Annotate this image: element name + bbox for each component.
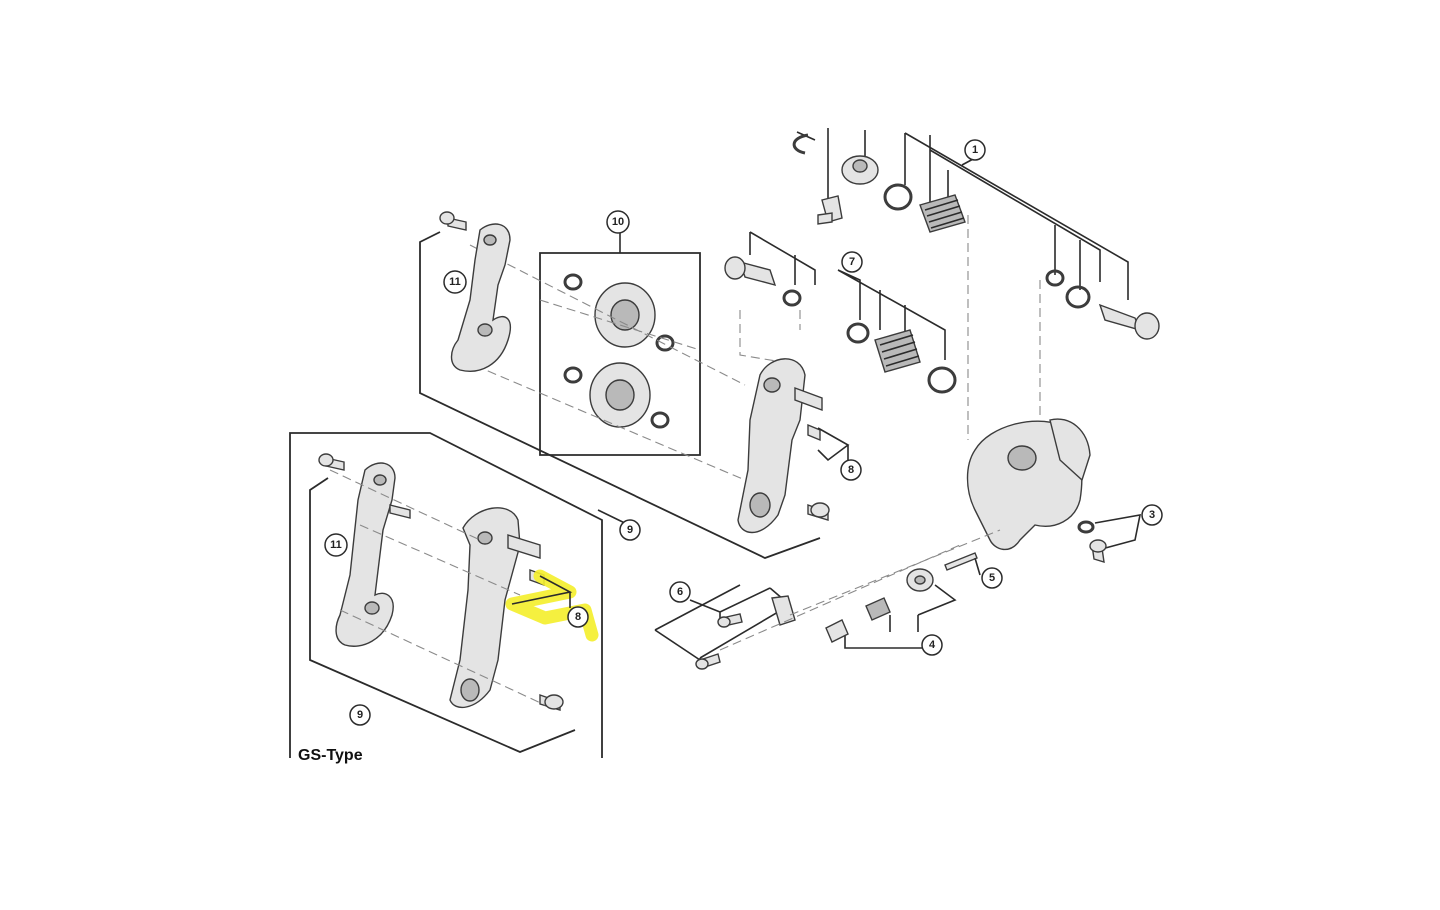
small-washer-mid xyxy=(782,289,802,307)
inner-cage-plate-main xyxy=(737,358,823,534)
part-9-bracket-main xyxy=(419,231,821,559)
svg-text:11: 11 xyxy=(330,539,342,551)
derailleur-body xyxy=(966,418,1091,551)
axle-bolt-right xyxy=(1098,303,1160,340)
bolt-lower-main xyxy=(807,502,830,521)
gs-outer-plate xyxy=(335,462,411,647)
cage-bolt-top xyxy=(439,211,467,231)
stopper-pin xyxy=(807,423,821,442)
gs-inner-cage-plate xyxy=(449,507,541,709)
cable-adjuster xyxy=(906,568,934,592)
spring-mid xyxy=(874,329,921,373)
spring-upper xyxy=(919,194,966,233)
svg-text:7: 7 xyxy=(849,256,855,268)
screw-6-lower xyxy=(695,653,721,670)
svg-text:5: 5 xyxy=(989,572,995,584)
pulley-washer-1 xyxy=(563,273,583,291)
pulley-washer-4 xyxy=(650,411,670,429)
svg-text:10: 10 xyxy=(612,216,624,228)
adjuster-bolt-4 xyxy=(825,619,849,643)
link-6 xyxy=(771,595,796,626)
part-3-leader-lines xyxy=(1094,514,1142,551)
washer-mid-2 xyxy=(927,366,957,394)
pulley-lower xyxy=(589,362,651,428)
screw-3 xyxy=(1089,539,1107,563)
part-8-leader-main xyxy=(817,427,850,462)
washer-upper xyxy=(883,183,913,211)
callout-4: 4 xyxy=(921,634,943,656)
spring-4 xyxy=(865,597,891,621)
pivot-bolt-upper xyxy=(817,195,843,225)
pivot-bolt-mid xyxy=(724,256,777,287)
svg-text:6: 6 xyxy=(677,586,683,598)
callout-9-main: 9 xyxy=(619,519,641,541)
svg-text:3: 3 xyxy=(1149,509,1155,521)
svg-text:8: 8 xyxy=(848,464,854,476)
outer-cage-plate-top xyxy=(450,223,511,372)
part-9-bracket-gs xyxy=(309,477,576,753)
part-8-leader-gs xyxy=(511,575,573,608)
gs-cage-bolt-top xyxy=(318,453,345,471)
callout-3: 3 xyxy=(1141,504,1163,526)
svg-text:9: 9 xyxy=(357,709,363,721)
gs-type-label: GS-Type xyxy=(298,747,363,764)
part-1-leader-lines xyxy=(796,128,1129,300)
svg-text:4: 4 xyxy=(929,639,936,651)
adjust-screw-5 xyxy=(944,552,978,571)
callout-10: 10 xyxy=(606,210,630,234)
pulley-upper xyxy=(594,282,656,348)
washer-right xyxy=(1065,285,1091,309)
pulley-washer-2 xyxy=(655,334,675,352)
snap-ring-upper xyxy=(792,133,809,155)
small-washer-3 xyxy=(1077,520,1095,534)
part-4-leader-lines xyxy=(844,584,957,649)
gs-type-inset-frame xyxy=(289,432,603,758)
callout-9-gs: 9 xyxy=(349,704,371,726)
pulley-set-box xyxy=(539,232,701,456)
screw-6-upper xyxy=(717,613,743,628)
part-6-leader-lines xyxy=(654,584,792,661)
callout-1: 1 xyxy=(964,139,986,161)
svg-text:1: 1 xyxy=(972,144,978,156)
callout-8-gs: 8 xyxy=(567,606,589,628)
washer-mid xyxy=(846,322,870,344)
pulley-washer-3 xyxy=(563,366,583,384)
callout-6: 6 xyxy=(669,581,691,603)
part-7-leader-lines xyxy=(749,231,946,360)
callout-8-main: 8 xyxy=(840,459,862,481)
callout-11-main: 11 xyxy=(443,270,467,294)
svg-text:8: 8 xyxy=(575,611,581,623)
gs-bolt-lower xyxy=(539,694,564,711)
callout-11-gs: 11 xyxy=(324,533,348,557)
tension-cap xyxy=(841,155,879,185)
callout-5: 5 xyxy=(981,567,1003,589)
callout-7: 7 xyxy=(841,251,863,273)
svg-text:9: 9 xyxy=(627,524,633,536)
small-washer-right xyxy=(1045,269,1065,287)
svg-text:11: 11 xyxy=(449,276,461,288)
